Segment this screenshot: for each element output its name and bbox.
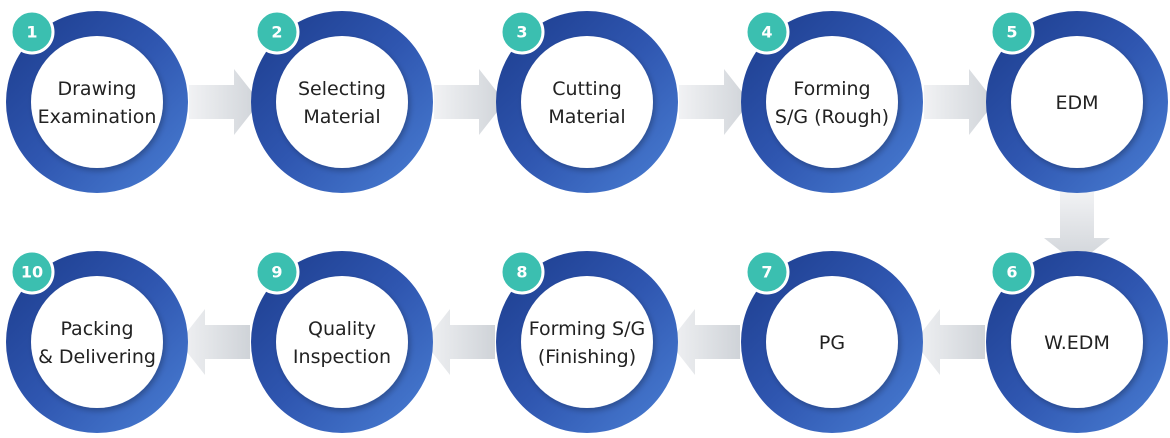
process-step: W.EDM 6	[986, 249, 1168, 433]
process-step: EDM 5	[986, 9, 1168, 193]
step-label: W.EDM	[1044, 332, 1110, 354]
step-label: Cutting	[552, 78, 622, 100]
step-label: Drawing	[57, 78, 136, 100]
flow-arrow-left	[179, 309, 250, 375]
step-label: S/G (Rough)	[775, 106, 889, 128]
step-number: 7	[761, 263, 772, 282]
step-number: 5	[1006, 23, 1017, 42]
step-number-badge	[744, 9, 790, 55]
step-label: Forming	[793, 78, 870, 100]
step-label: Quality	[308, 318, 376, 340]
step-inner-circle	[1011, 36, 1143, 168]
step-label: Material	[548, 106, 625, 128]
step-number-badge	[989, 249, 1035, 295]
step-inner-circle	[766, 36, 898, 168]
step-number: 8	[516, 263, 527, 282]
step-inner-circle	[31, 276, 163, 408]
flow-arrow-right	[679, 69, 750, 135]
step-inner-circle	[1011, 276, 1143, 408]
flow-arrow-down	[1044, 192, 1110, 264]
step-label: Forming S/G	[529, 318, 645, 340]
step-number: 9	[271, 263, 282, 282]
step-inner-circle	[276, 276, 408, 408]
step-number-badge	[499, 9, 545, 55]
step-number: 1	[26, 23, 37, 42]
step-number-badge	[989, 9, 1035, 55]
flow-arrow-left	[669, 309, 740, 375]
step-number-badge	[9, 249, 55, 295]
step-label: & Delivering	[38, 346, 156, 368]
process-step: PG 7	[741, 249, 923, 433]
flow-arrow-right	[434, 69, 505, 135]
step-number-badge	[9, 9, 55, 55]
step-inner-circle	[31, 36, 163, 168]
step-label: Examination	[38, 106, 157, 128]
step-label: PG	[819, 332, 845, 354]
step-number: 4	[761, 23, 772, 42]
flow-arrow-right	[924, 69, 995, 135]
process-step: Packing & Delivering 10	[6, 249, 188, 433]
flow-arrow-left	[914, 309, 985, 375]
step-label: Material	[303, 106, 380, 128]
step-number-badge	[254, 9, 300, 55]
step-inner-circle	[766, 276, 898, 408]
step-label: Inspection	[293, 346, 391, 368]
step-inner-circle	[276, 36, 408, 168]
flow-arrow-left	[424, 309, 495, 375]
process-step: Forming S/G (Finishing) 8	[496, 249, 678, 433]
step-inner-circle	[521, 276, 653, 408]
step-label: EDM	[1055, 92, 1098, 114]
step-number-badge	[254, 249, 300, 295]
flow-arrow-right	[189, 69, 260, 135]
step-label: (Finishing)	[538, 346, 636, 368]
step-inner-circle	[521, 36, 653, 168]
step-label: Selecting	[298, 78, 386, 100]
step-label: Packing	[60, 318, 133, 340]
step-number: 6	[1006, 263, 1017, 282]
step-number-badge	[744, 249, 790, 295]
step-number: 2	[271, 23, 282, 42]
step-number: 10	[21, 263, 43, 282]
step-number: 3	[516, 23, 527, 42]
step-number-badge	[499, 249, 545, 295]
